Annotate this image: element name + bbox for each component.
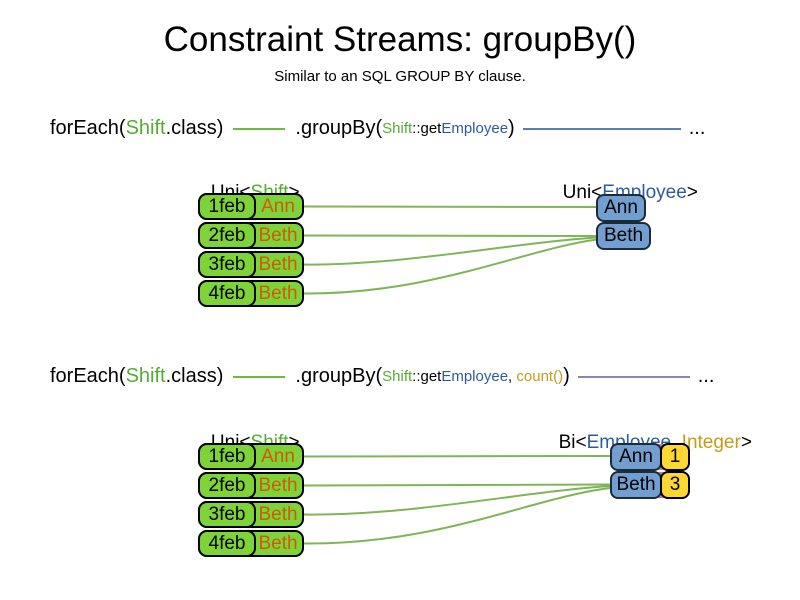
code2-method-shift: Shift [382, 368, 413, 385]
code1-method-shift: Shift [382, 120, 413, 137]
shift-date-cell: 1feb [198, 443, 256, 470]
shift-row: 4feb Beth [198, 280, 304, 307]
code2-foreach: forEach( [50, 365, 126, 387]
s2-stream-post: > [289, 432, 300, 453]
page-title: Constraint Streams: groupBy() [163, 20, 637, 59]
shift-row: 1feb Ann [198, 443, 304, 470]
code2-class-close: .class) [165, 365, 224, 387]
shift-employee-cell: Beth [258, 224, 298, 246]
wire-s1-row3-beth [301, 236, 598, 266]
page-subtitle: Similar to an SQL GROUP BY clause. [274, 68, 526, 85]
code2-method-getter: ::get [412, 368, 442, 385]
shift-date-cell: 4feb [198, 280, 256, 307]
s2-result-sep: , [671, 432, 682, 453]
code-line-2: forEach( Shift .class) .groupBy( Shift :… [50, 365, 714, 388]
code2-close-paren: ) [563, 365, 570, 387]
code2-ellipsis: ... [697, 365, 715, 387]
s1-result-pre: Uni< [562, 182, 603, 203]
shift-date-cell: 3feb [198, 501, 256, 528]
code2-purple-wire [577, 375, 690, 378]
code1-blue-wire [522, 127, 681, 130]
code2-green-wire [233, 375, 286, 378]
wire-s2-row4-beth [301, 487, 611, 545]
shift-row: 1feb Ann [198, 193, 304, 220]
shift-row: 2feb Beth [198, 472, 304, 499]
shift-employee-cell: Beth [258, 532, 298, 554]
wire-s1-row1-ann [301, 205, 598, 208]
shift-date-cell: 2feb [198, 472, 256, 499]
code2-groupby: .groupBy( [295, 365, 383, 387]
code1-class-close: .class) [165, 117, 224, 139]
wire-s2-row1-ann [301, 455, 611, 458]
wire-s2-row2-beth [301, 483, 611, 487]
shift-employee-cell: Beth [258, 503, 298, 525]
s2-result-post: > [740, 432, 752, 453]
shift-employee-cell: Beth [258, 282, 298, 304]
shift-date-cell: 4feb [198, 530, 256, 557]
code2-count: count() [516, 368, 564, 385]
wire-s1-row4-beth [301, 238, 598, 295]
shift-employee-cell: Ann [261, 195, 295, 217]
shift-date-cell: 1feb [198, 193, 256, 220]
shift-row: 3feb Beth [198, 501, 304, 528]
shift-date-cell: 3feb [198, 251, 256, 278]
code1-shift-type: Shift [125, 117, 166, 139]
code2-shift-type: Shift [125, 365, 166, 387]
group-count-box: 3 [660, 471, 690, 499]
section2-result-label: Bi<Employee, Integer> [520, 410, 780, 454]
group-employee-box: Beth [596, 222, 651, 250]
s2-result-pre: Bi< [558, 432, 587, 453]
wire-s1-row2-beth [301, 234, 598, 237]
code1-green-wire [233, 127, 286, 130]
code2-comma: , [508, 368, 517, 385]
s2-result-type2: Integer [681, 432, 741, 453]
wire-s2-row3-beth [301, 485, 611, 516]
shift-employee-cell: Beth [258, 474, 298, 496]
code1-method-employee: Employee [441, 120, 509, 137]
s1-stream-post: > [289, 182, 300, 203]
code1-ellipsis: ... [688, 117, 706, 139]
code1-close-paren: ) [508, 117, 515, 139]
group-employee-box: Ann [610, 443, 662, 471]
code1-foreach: forEach( [50, 117, 126, 139]
code2-method-employee: Employee [441, 368, 509, 385]
code1-groupby: .groupBy( [295, 117, 383, 139]
group-employee-box: Beth [610, 471, 662, 499]
group-count-box: 1 [660, 443, 690, 471]
code-line-1: forEach( Shift .class) .groupBy( Shift :… [50, 117, 705, 140]
shift-employee-cell: Ann [261, 445, 295, 467]
shift-row: 4feb Beth [198, 530, 304, 557]
shift-row: 3feb Beth [198, 251, 304, 278]
code1-method-getter: ::get [412, 120, 442, 137]
shift-row: 2feb Beth [198, 222, 304, 249]
s1-result-post: > [686, 182, 698, 203]
group-employee-box: Ann [596, 194, 646, 222]
shift-date-cell: 2feb [198, 222, 256, 249]
shift-employee-cell: Beth [258, 253, 298, 275]
